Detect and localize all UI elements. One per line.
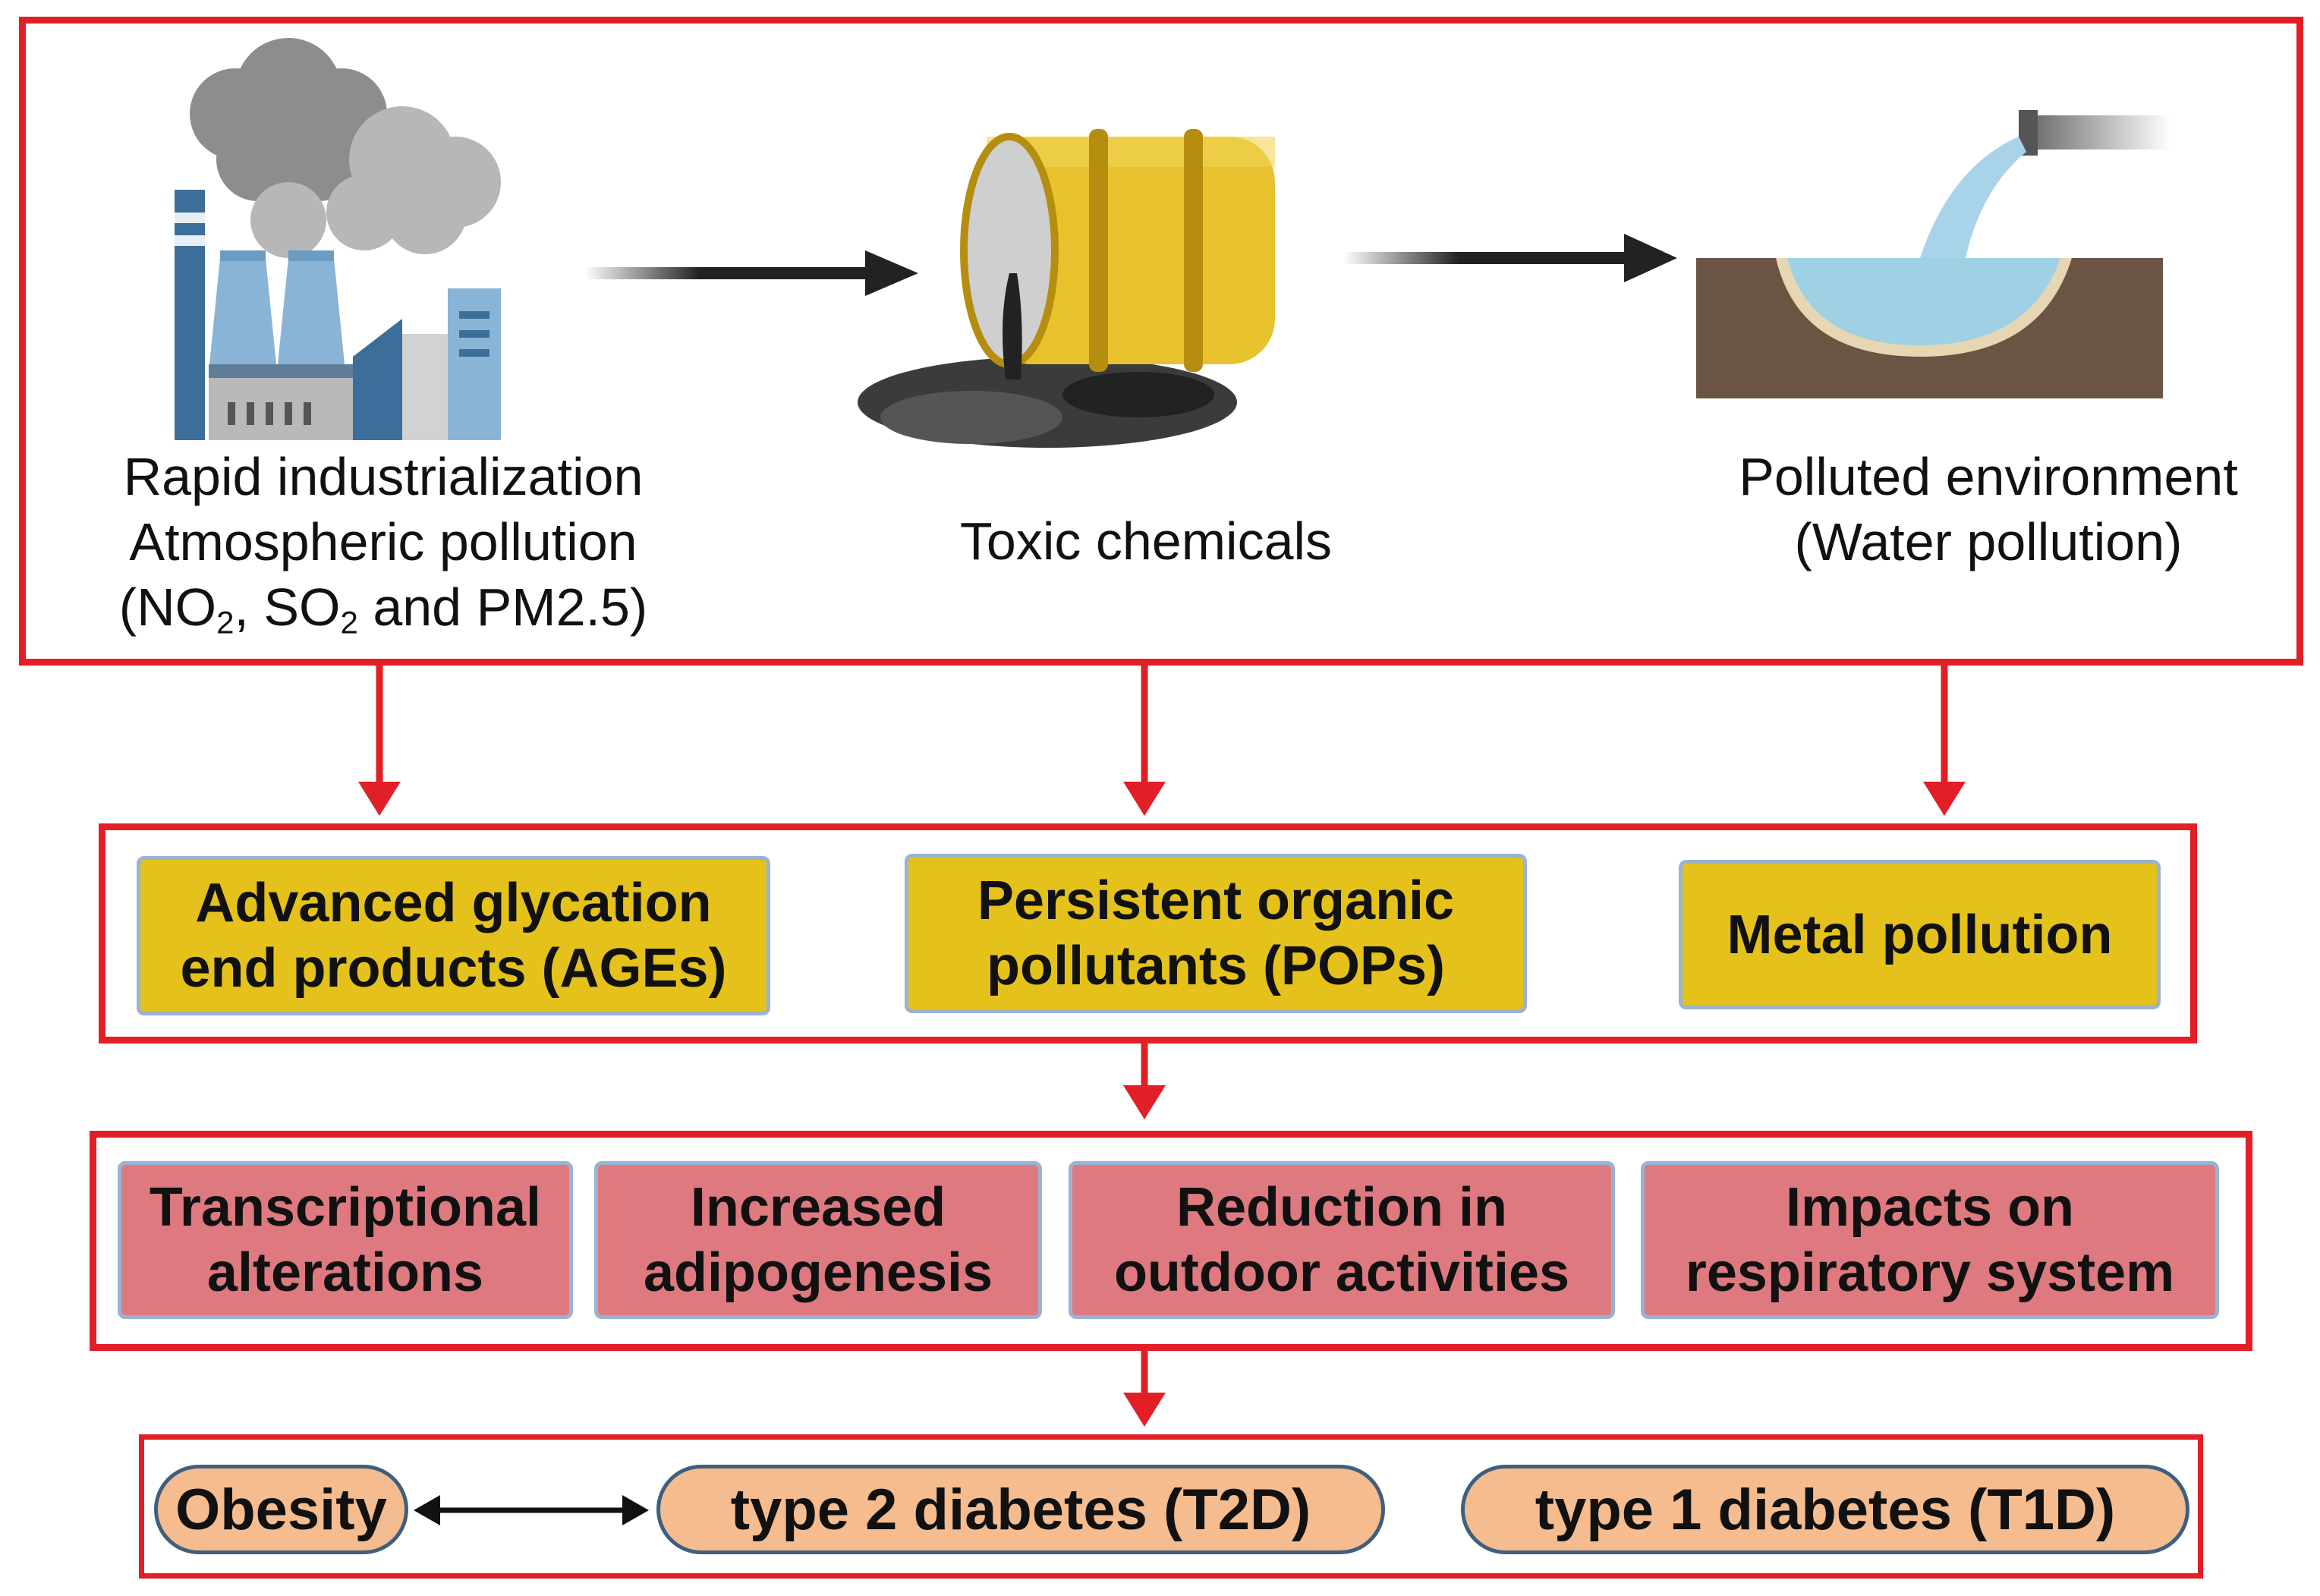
flow-arrow-1 [584,250,918,296]
environment-caption: Polluted environment (Water pollution) [1685,444,2292,574]
barrel-icon [858,129,1275,448]
double-arrow-icon [414,1495,649,1525]
metal-pollution-box: Metal pollution [1679,860,2161,1009]
t2d-pill: type 2 diabetes (T2D) [656,1465,1385,1554]
flow-arrow-2 [1343,234,1677,282]
t1d-pill: type 1 diabetes (T1D) [1461,1465,2189,1554]
environment-line1: Polluted environment [1739,447,2238,506]
environment-line2: (Water pollution) [1794,512,2183,571]
industry-line2: Atmospheric pollution [129,512,637,571]
industry-caption: Rapid industrialization Atmospheric poll… [68,444,698,640]
obesity-pill: Obesity [154,1465,408,1554]
factory-icon [175,38,501,440]
industry-line1: Rapid industrialization [123,447,644,506]
water-pollution-icon [1696,110,2170,398]
industry-line3: (NO2, SO2 and PM2.5) [118,578,648,641]
chemicals-caption: Toxic chemicals [959,512,1333,571]
